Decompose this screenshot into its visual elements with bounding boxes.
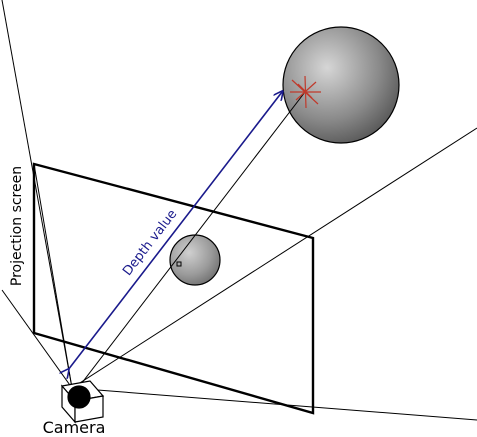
frustum-edge-bottom-right <box>71 387 477 421</box>
camera-icon <box>60 380 105 424</box>
projection-screen <box>32 162 315 415</box>
near-sphere <box>169 234 221 286</box>
frustum-edge-screen-top-left <box>33 163 73 389</box>
frustum-edge-left <box>1 289 73 389</box>
projection-screen-label: Projection screen <box>9 166 25 286</box>
view-ray <box>77 91 306 389</box>
hit-marker-star <box>290 75 321 109</box>
camera-label: Camera <box>43 418 106 437</box>
camera-lens <box>67 385 91 409</box>
depth-value-arrow <box>68 92 282 370</box>
far-sphere <box>282 26 400 144</box>
view-frustum <box>1 0 477 421</box>
